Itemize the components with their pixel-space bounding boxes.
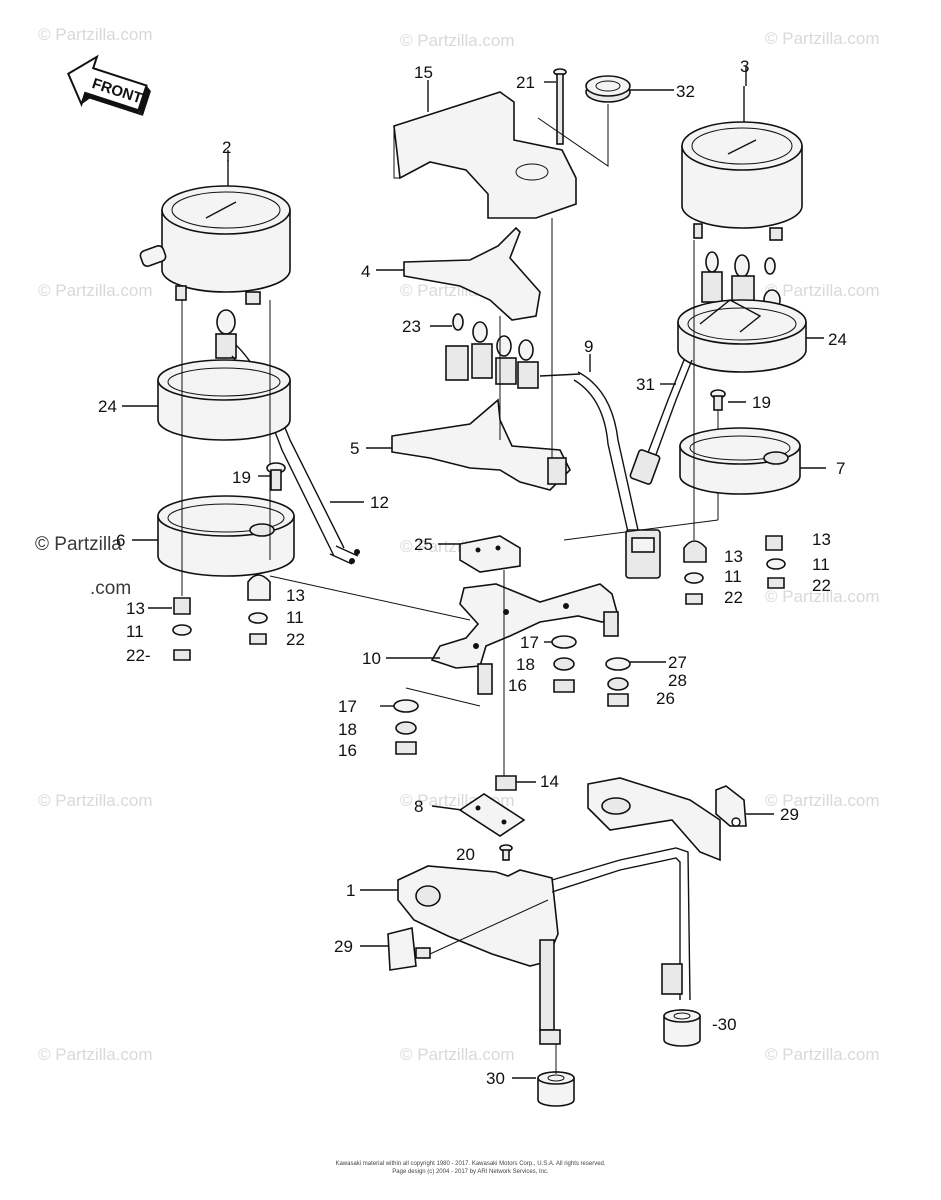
label-22-ll: 22-: [126, 646, 151, 665]
bracket-1: [397, 777, 721, 1045]
label-26: 26: [656, 689, 675, 708]
right-cup-7: [679, 427, 801, 495]
watermark: © Partzilla.com: [400, 31, 515, 50]
label-5: 5: [350, 439, 359, 458]
label-13-rl: 13: [724, 547, 743, 566]
watermark: © Partzilla.com: [400, 1045, 515, 1064]
watermark: © Partzilla.com: [38, 25, 153, 44]
label-32: 32: [676, 82, 695, 101]
bulbs-23: [445, 313, 581, 389]
label-18-left: 18: [338, 720, 357, 739]
watermark-dark-suffix: .com: [90, 578, 131, 599]
bolt-19-left: [266, 462, 286, 491]
right-case-24: [677, 299, 807, 373]
label-10: 10: [362, 649, 381, 668]
label-13-rr: 13: [812, 530, 831, 549]
label-17-center: 17: [520, 633, 539, 652]
watermark: © Partzilla.com: [765, 1045, 880, 1064]
copyright-footer: Kawasaki material within all copyright 1…: [0, 1160, 941, 1176]
right-hardware: [683, 535, 786, 605]
label-15: 15: [414, 63, 433, 82]
watermark: © Partzilla.com: [765, 791, 880, 810]
label-6: 6: [116, 531, 125, 550]
copyright-line-2: Page design (c) 2004 - 2017 by ARI Netwo…: [392, 1169, 549, 1175]
label-11-rr: 11: [812, 555, 830, 574]
watermark: © Partzilla.com: [765, 29, 880, 48]
callout-labels: 2 3 15 21 32 4 23 9 24 31 19 24 5 7 19 1…: [98, 57, 847, 1088]
bolt-19-right: [710, 389, 726, 411]
bolt-20: [499, 844, 513, 861]
clip-29-right: [715, 785, 747, 827]
label-29-right: 29: [780, 805, 799, 824]
visor-15: [393, 91, 577, 219]
label-31: 31: [636, 375, 655, 394]
label-19-right: 19: [752, 393, 771, 412]
bracket-10: [430, 583, 619, 695]
label-8: 8: [414, 797, 423, 816]
label-11-rl: 11: [724, 567, 742, 586]
plate-8: [458, 793, 526, 837]
label-11-ll: 11: [126, 622, 144, 641]
label-27: 27: [668, 653, 687, 672]
center-hardware: [393, 635, 631, 755]
grommet-30-right: [663, 1009, 701, 1047]
label-20: 20: [456, 845, 475, 864]
label-17-left: 17: [338, 697, 357, 716]
label-19-left: 19: [232, 468, 251, 487]
label-18-center: 18: [516, 655, 535, 674]
label-9: 9: [584, 337, 593, 356]
copyright-line-1: Kawasaki material within all copyright 1…: [335, 1161, 606, 1167]
wire-12-terminals: [329, 545, 360, 565]
label-12: 12: [370, 493, 389, 512]
clip-29-left: [387, 927, 431, 971]
plate-25: [459, 535, 521, 573]
bracket-5: [391, 398, 571, 491]
label-24-left: 24: [98, 397, 117, 416]
label-14: 14: [540, 772, 559, 791]
watermark: © Partzilla.com: [38, 281, 153, 300]
grommet-32: [585, 75, 631, 103]
label-29-left: 29: [334, 937, 353, 956]
front-arrow: FRONT: [67, 54, 151, 116]
label-23: 23: [402, 317, 421, 336]
label-25: 25: [414, 535, 433, 554]
rubber-14: [495, 775, 517, 791]
label-24-right: 24: [828, 330, 847, 349]
left-cup-6: [157, 495, 295, 577]
label-16-center: 16: [508, 676, 527, 695]
right-gauge: [681, 86, 803, 241]
left-case-24: [157, 359, 291, 441]
leader-lines: [122, 66, 826, 1079]
label-22-cl: 22: [286, 630, 305, 649]
wire-31: [629, 359, 693, 485]
label-16-left: 16: [338, 741, 357, 760]
grommet-30-left: [537, 1071, 575, 1107]
watermark: © Partzilla.com: [765, 587, 880, 606]
bracket-4: [403, 226, 541, 321]
label-11-cl: 11: [286, 608, 304, 627]
watermark: © Partzilla.com: [765, 281, 880, 300]
watermark-dark: © Partzilla: [35, 534, 122, 555]
bolt-21: [553, 68, 567, 145]
wire-9: [573, 371, 661, 579]
label-2: 2: [222, 138, 231, 157]
label-30-right: -30: [712, 1015, 737, 1034]
label-3: 3: [740, 57, 749, 76]
label-30-left: 30: [486, 1069, 505, 1088]
label-7: 7: [836, 459, 845, 478]
label-22-rr: 22: [812, 576, 831, 595]
label-13-ll: 13: [126, 599, 145, 618]
label-4: 4: [361, 262, 370, 281]
watermark: © Partzilla.com: [38, 791, 153, 810]
label-13-cl: 13: [286, 586, 305, 605]
label-21: 21: [516, 73, 535, 92]
left-gauge: [139, 160, 291, 305]
left-hardware: [172, 574, 271, 661]
watermark: © Partzilla.com: [38, 1045, 153, 1064]
label-22-rl: 22: [724, 588, 743, 607]
label-1: 1: [346, 881, 355, 900]
watermarks: © Partzilla.com © Partzilla.com © Partzi…: [35, 25, 880, 1064]
label-28: 28: [668, 671, 687, 690]
